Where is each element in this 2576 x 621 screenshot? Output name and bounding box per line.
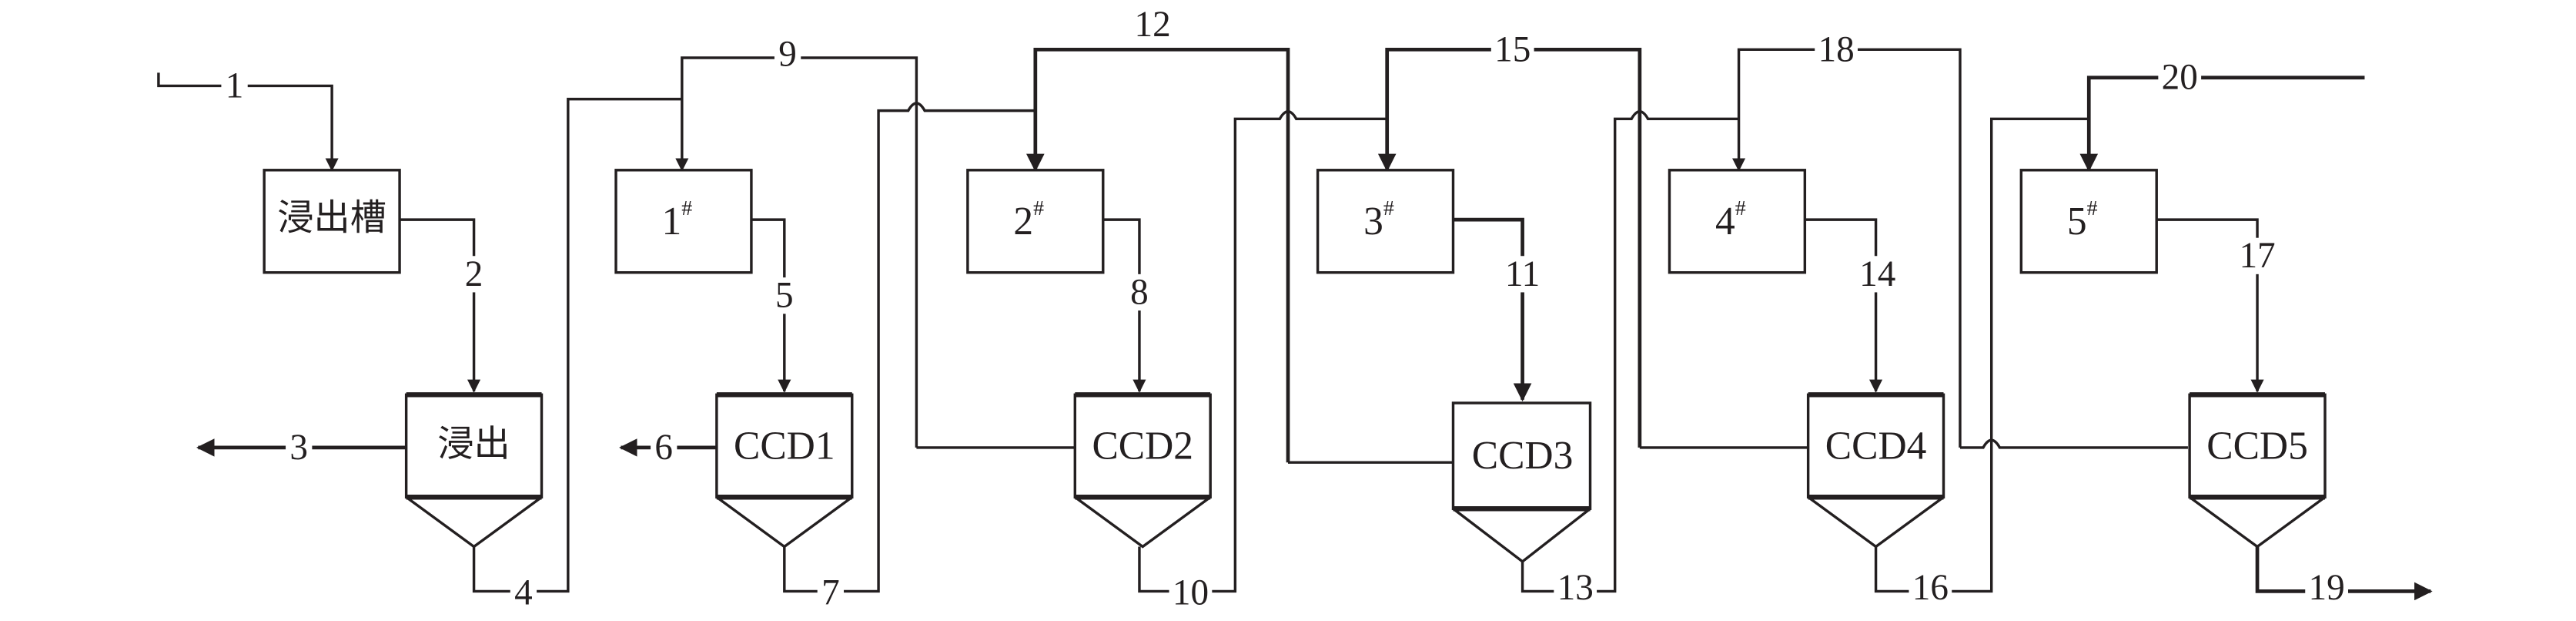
stream-label-10: 10: [1173, 573, 1209, 613]
stream-label-8: 8: [1130, 272, 1149, 312]
mix-tank-3-suffix: #: [1383, 196, 1394, 220]
stream-label-4: 4: [514, 573, 533, 613]
stream-line-5: [751, 218, 791, 393]
stream-label-1: 1: [226, 65, 244, 106]
svg-text:3#: 3#: [1363, 196, 1394, 243]
mix-tank-1-suffix: #: [681, 196, 692, 220]
mix-tank-2-suffix: #: [1033, 196, 1044, 220]
leach-tank[interactable]: 浸出槽: [263, 169, 401, 274]
stream-line-17: [2156, 218, 2264, 393]
ccd5-label: CCD5: [2206, 424, 2308, 468]
ccd4-label: CCD4: [1825, 424, 1927, 468]
stream-line-2: [400, 218, 481, 393]
ccd2-thickener[interactable]: CCD2: [1073, 392, 1212, 549]
ccd1-label: CCD1: [734, 424, 835, 468]
stream-line-16: [1874, 117, 2089, 593]
mix-tank-3-label: 3: [1363, 200, 1383, 243]
mix-tank-1-label: 1: [662, 200, 682, 243]
ccd2-label: CCD2: [1092, 424, 1193, 468]
stream-label-13: 13: [1557, 568, 1594, 608]
ccd1-thickener[interactable]: CCD1: [715, 392, 854, 549]
stream-label-17: 17: [2239, 236, 2275, 276]
mix-tank-4[interactable]: 4#: [1668, 169, 1807, 274]
mix-tank-5-suffix: #: [2087, 196, 2098, 220]
stream-label-6: 6: [654, 428, 673, 468]
stream-label-5: 5: [775, 276, 794, 316]
leach-thickener[interactable]: 浸出: [404, 392, 544, 549]
stream-line-4: [472, 97, 682, 593]
ccd3-label: CCD3: [1472, 434, 1574, 478]
svg-text:2#: 2#: [1013, 196, 1044, 243]
stream-label-15: 15: [1494, 29, 1531, 69]
stream-label-14: 14: [1859, 254, 1895, 294]
stream-line-14: [1805, 218, 1883, 393]
ccd4-thickener[interactable]: CCD4: [1806, 392, 1945, 549]
leach-thickener-label: 浸出: [437, 423, 510, 465]
ccd3-thickener[interactable]: CCD3: [1451, 401, 1592, 563]
mix-tank-2[interactable]: 2#: [966, 169, 1105, 274]
ccd5-thickener[interactable]: CCD5: [2188, 392, 2327, 549]
mix-tank-5[interactable]: 5#: [2019, 169, 2158, 274]
flow-lines: [157, 47, 2433, 601]
stream-line-7: [783, 102, 1035, 593]
stream-line-11: [1453, 217, 1532, 402]
mix-tank-4-label: 4: [1715, 200, 1735, 243]
stream-label-12: 12: [1135, 5, 1171, 45]
svg-text:5#: 5#: [2067, 196, 2098, 243]
stream-label-19: 19: [2309, 568, 2345, 608]
mix-tank-4-suffix: #: [1735, 196, 1746, 220]
stream-label-11: 11: [1505, 254, 1540, 294]
mix-tank-5-label: 5: [2067, 200, 2087, 243]
stream-label-20: 20: [2162, 58, 2198, 98]
stream-label-18: 18: [1818, 29, 1855, 69]
mix-tank-1[interactable]: 1#: [614, 169, 753, 274]
stream-line-12: [1026, 47, 1290, 463]
stream-labels: 1 2 3 4 5 6 7 8 9 10 11 12 13 14 15 16 1…: [221, 5, 2349, 613]
svg-text:4#: 4#: [1715, 196, 1746, 243]
leach-tank-label: 浸出槽: [277, 196, 386, 239]
mix-tank-3[interactable]: 3#: [1316, 169, 1455, 274]
stream-label-9: 9: [778, 35, 797, 75]
stream-line-10: [1138, 110, 1387, 593]
stream-line-19: [2255, 546, 2433, 601]
stream-line-8: [1102, 218, 1146, 393]
mix-tank-2-label: 2: [1013, 200, 1033, 243]
stream-line-20: [2079, 76, 2365, 173]
stream-label-7: 7: [821, 573, 840, 613]
stream-label-2: 2: [465, 254, 483, 294]
svg-text:1#: 1#: [662, 196, 693, 243]
stream-line-13: [1521, 110, 1739, 593]
ccd5-overflow-line: [1959, 438, 2188, 449]
stream-label-16: 16: [1912, 568, 1949, 608]
stream-label-3: 3: [289, 428, 308, 468]
